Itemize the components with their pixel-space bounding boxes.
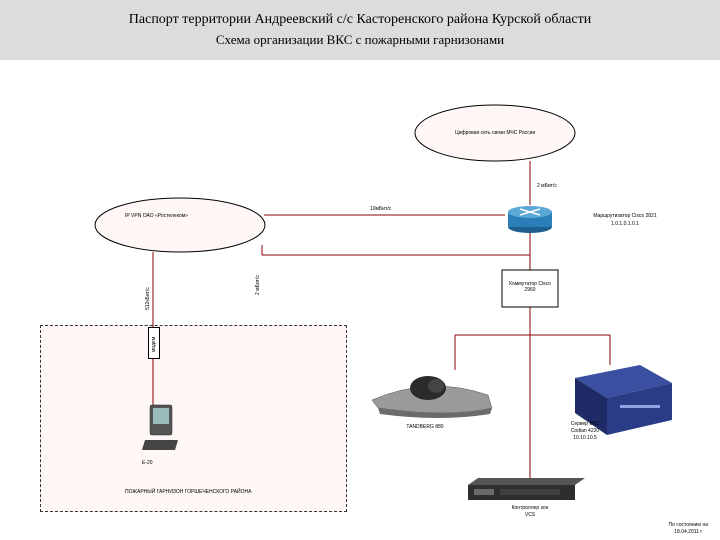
title-banner: Паспорт территории Андреевский с/с Касто…	[0, 0, 720, 60]
router-icon	[508, 206, 552, 233]
speed-label: 10мБит/с	[370, 206, 392, 212]
router-ip-label: 1.0.1.0.1.0.1	[611, 221, 639, 227]
server-model-label: Codian 4220	[570, 428, 600, 434]
modem-label: модем	[151, 336, 157, 352]
fire-garrison-zone	[40, 325, 347, 512]
vpn-cloud	[94, 197, 266, 253]
modem-box	[148, 327, 160, 359]
controller-icon	[468, 478, 585, 500]
footer-date: По состоянию на 18.04.2011 г	[668, 522, 708, 536]
speed-label: 2 мБит/с	[537, 183, 557, 189]
controller-label: Контроллер зон	[511, 505, 549, 511]
footer-line-2: 18.04.2011 г	[674, 529, 703, 535]
garrison-label: ПОЖАРНЫЙ ГАРНИЗОН ГОРШЕЧЕНСКОГО РАЙОНА	[125, 489, 252, 495]
footer-line-1: По состоянию на	[668, 522, 708, 528]
speed-label: 2 мБит/с	[255, 275, 261, 295]
page-title: Паспорт территории Андреевский с/с Касто…	[128, 12, 592, 27]
vpn-label: IP VPN ОАО «Ростелеком»	[125, 213, 188, 219]
server-icon	[575, 365, 672, 435]
speed-label: 512кБит/с	[145, 287, 151, 310]
tandberg-icon	[371, 376, 493, 418]
switch-box	[501, 269, 559, 308]
e20-phone-icon	[142, 404, 178, 450]
mchs-network-label: Цифровая сеть связи МЧС России	[455, 130, 536, 136]
server-ip-label: 10.10.10.5	[573, 435, 597, 441]
e20-label: E-20	[142, 460, 153, 466]
switch-label: Коммутатор Cisco 2960	[509, 281, 551, 293]
server-title-label: Сервер ВКС	[570, 421, 600, 427]
router-label: Маршрутизатор Cisco 2821	[593, 213, 657, 219]
tandberg-label: TANDBERG 880	[406, 424, 444, 430]
mchs-network-cloud	[414, 104, 576, 162]
page-subtitle: Схема организации ВКС с пожарными гарниз…	[215, 32, 505, 47]
controller-sub-label: VCS	[524, 512, 536, 518]
